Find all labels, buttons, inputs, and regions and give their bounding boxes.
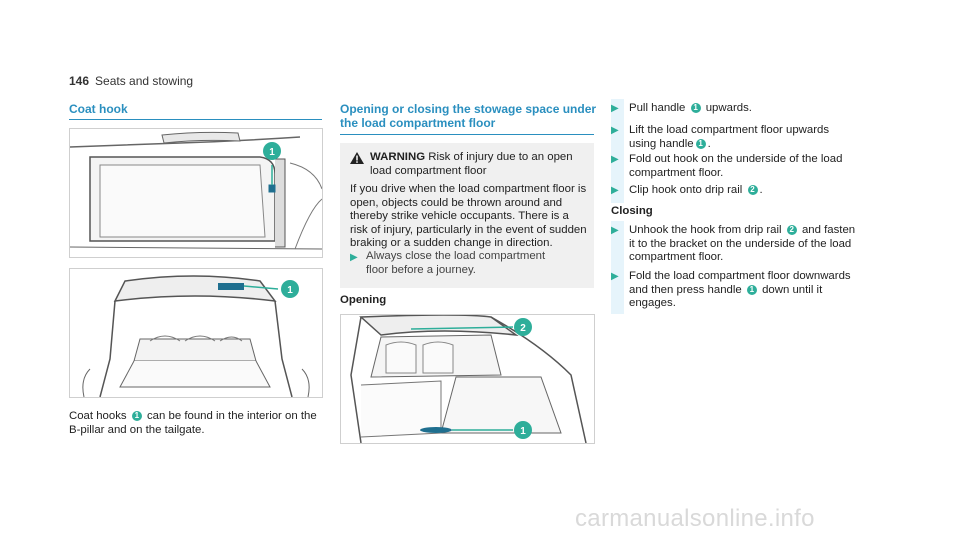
step-item: ▶ Fold the load compartment floor downwa…	[611, 270, 851, 309]
arrow-icon: ▶	[611, 271, 619, 282]
arrow-icon: ▶	[350, 252, 358, 263]
arrow-icon: ▶	[611, 154, 619, 165]
warning-headline: WARNING Risk of injury due to an open lo…	[370, 151, 573, 177]
callout-1	[514, 421, 532, 439]
figure-bpillar-hook: 1	[69, 128, 323, 258]
callout-1: 1	[690, 103, 701, 113]
section-name: Seats and stowing	[95, 74, 194, 88]
warning-box: WARNING Risk of injury due to an open lo…	[340, 143, 594, 288]
coat-hook-title: Coat hook	[69, 102, 128, 116]
warning-instruction: Always close the load compartment floor …	[366, 250, 546, 276]
callout-1: 1	[131, 411, 142, 421]
stowage-title: Opening or closing the stowage space und…	[340, 102, 597, 130]
svg-text:2: 2	[520, 323, 526, 334]
step-bar	[611, 99, 624, 203]
svg-text:1: 1	[520, 426, 526, 437]
load-floor-illustration: 2 1	[341, 315, 594, 443]
callout-2	[514, 318, 532, 336]
warning-body: If you drive when the load compartment f…	[350, 183, 587, 249]
section-rule	[340, 134, 594, 135]
arrow-icon: ▶	[611, 185, 619, 196]
opening-heading: Opening	[340, 294, 387, 306]
section-rule	[69, 119, 322, 120]
step-item: ▶ Fold out hook on the underside of the …	[611, 153, 843, 179]
figure-tailgate-hook: 1	[69, 268, 323, 398]
callout-2: 2	[786, 225, 797, 235]
svg-text:1: 1	[287, 285, 293, 296]
step-bar	[611, 221, 624, 314]
bpillar-illustration: 1	[70, 129, 322, 257]
arrow-icon: ▶	[611, 103, 619, 114]
callout-2: 2	[747, 185, 758, 195]
callout-1	[263, 142, 281, 160]
page-header: 146 Seats and stowing	[69, 74, 193, 88]
warning-icon	[350, 152, 364, 169]
step-item: ▶ Unhook the hook from drip rail 2 and f…	[611, 224, 856, 263]
callout-1: 1	[695, 138, 706, 149]
caption-text: Coat hooks	[69, 410, 127, 422]
tailgate-illustration: 1	[70, 269, 322, 397]
step-item: ▶ Clip hook onto drip rail 2.	[611, 184, 763, 196]
arrow-icon: ▶	[611, 125, 619, 136]
watermark: carmanualsonline.info	[575, 505, 815, 532]
callout-1: 1	[746, 284, 757, 295]
caption-text: can be found in the interior on the B-pi…	[69, 410, 317, 436]
callout-1	[281, 280, 299, 298]
warning-label: WARNING	[370, 151, 426, 163]
page-number: 146	[69, 74, 90, 88]
step-item: ▶ Lift the load compartment floor upward…	[611, 124, 830, 150]
svg-text:1: 1	[269, 147, 275, 158]
coat-hook-caption: Coat hooks 1 can be found in the interio…	[69, 410, 324, 437]
arrow-icon: ▶	[611, 225, 619, 236]
step-item: ▶ Pull handle 1 upwards.	[611, 102, 752, 114]
figure-load-floor: 2 1	[340, 314, 595, 444]
closing-heading: Closing	[611, 205, 653, 217]
